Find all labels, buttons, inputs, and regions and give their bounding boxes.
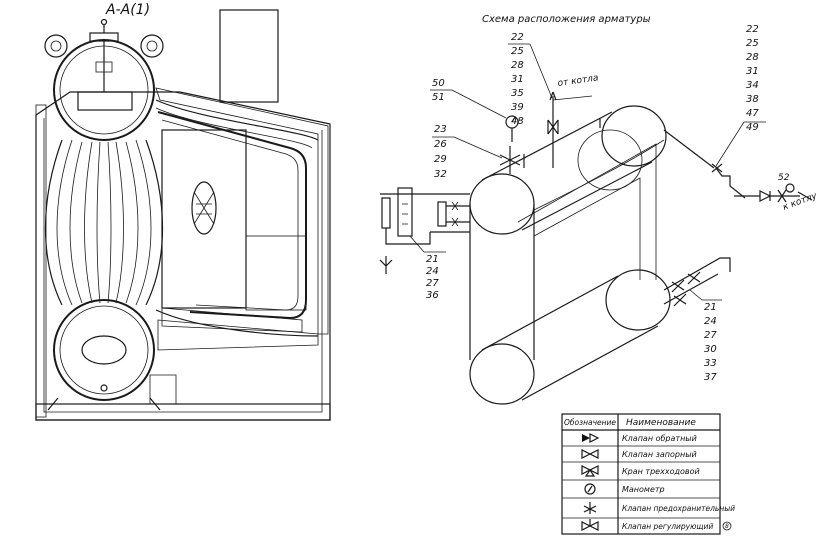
scheme-risers (469, 143, 657, 360)
separator-device (77, 91, 133, 111)
lower-drum (53, 299, 155, 401)
lifting-lug-right (140, 34, 164, 58)
scheme-title: Схема расположения арматуры (482, 14, 651, 25)
scheme-lower-drum (469, 269, 671, 405)
circulation-pipe (157, 111, 307, 320)
svg-text:35: 35 (511, 88, 524, 99)
legend-header-name: Наименование (626, 418, 696, 428)
svg-text:22: 22 (746, 24, 759, 35)
safety-valve-icon (583, 502, 597, 514)
callout-right: 22 25 28 31 34 38 47 49 (715, 24, 766, 167)
boiler-casing (35, 91, 331, 421)
svg-text:24: 24 (426, 266, 439, 277)
callout-left: 23 26 29 32 (432, 124, 503, 180)
callout-bottom-right: 21 24 27 30 33 37 (689, 289, 722, 383)
svg-text:48: 48 (511, 116, 524, 127)
legend-row-name: Кран трехходовой (622, 467, 700, 476)
svg-text:37: 37 (704, 372, 717, 383)
check-valve-icon (582, 433, 600, 443)
blowdown-line (663, 257, 731, 307)
feed-line-right (663, 129, 813, 203)
legend-row-name: Клапан обратный (622, 434, 697, 443)
insulation-top (155, 87, 329, 335)
section-view: А-А(1) (35, 2, 331, 421)
svg-text:26: 26 (434, 139, 447, 150)
svg-text:31: 31 (511, 74, 524, 85)
svg-text:49: 49 (746, 122, 759, 133)
svg-text:38: 38 (746, 94, 759, 105)
svg-text:28: 28 (746, 52, 759, 63)
svg-text:31: 31 (746, 66, 759, 77)
manometer-icon (584, 483, 596, 495)
svg-text:24: 24 (704, 316, 717, 327)
water-level-assembly (379, 187, 470, 274)
callout-52: 52 (778, 173, 790, 183)
callout-gauge: 50 51 (430, 78, 507, 119)
svg-text:22: 22 (511, 32, 524, 43)
scheme-upper-drum (469, 105, 667, 235)
svg-text:27: 27 (704, 330, 717, 341)
to-boiler-label: к котлу (782, 191, 819, 213)
svg-text:21: 21 (426, 254, 439, 265)
svg-text:30: 30 (704, 344, 717, 355)
insulation-bottom (157, 319, 319, 351)
burner-opening (191, 181, 217, 235)
legend-row-name: Клапан регулирующий (622, 522, 713, 531)
svg-text:50: 50 (432, 78, 445, 89)
legend-row-name: Клапан запорный (622, 450, 697, 459)
top-fittings (499, 91, 601, 174)
brick-furnace-wall (161, 129, 247, 309)
svg-text:36: 36 (426, 290, 439, 301)
from-boiler-label: от котла (557, 73, 599, 89)
legend-row-name: Клапан предохранительный (622, 504, 735, 513)
chimney (219, 9, 279, 103)
svg-text:34: 34 (746, 80, 759, 91)
legend-header-symbol: Обозначение (564, 418, 616, 427)
svg-text:32: 32 (434, 169, 447, 180)
section-label: А-А(1) (105, 2, 150, 18)
svg-text:33: 33 (704, 358, 717, 369)
svg-text:21: 21 (704, 302, 717, 313)
lifting-lug-left (44, 34, 68, 58)
legend-table: Обозначение Наименование Клапан обратный… (561, 413, 735, 535)
callout-bottom-left: 21 24 27 36 (409, 235, 446, 301)
svg-text:29: 29 (434, 154, 447, 165)
three-way-valve-icon (581, 465, 599, 477)
svg-text:27: 27 (426, 278, 439, 289)
gate-valve-icon (581, 449, 599, 459)
svg-text:25: 25 (511, 46, 524, 57)
svg-text:23: 23 (434, 124, 447, 135)
svg-text:25: 25 (746, 38, 759, 49)
legend-note-mark: 8 (725, 523, 729, 530)
fittings-scheme: Схема расположения арматуры (379, 14, 819, 405)
callout-top: 22 25 28 31 35 39 48 (508, 32, 553, 127)
svg-text:51: 51 (432, 92, 445, 103)
svg-text:39: 39 (511, 102, 524, 113)
regulating-valve-icon (581, 519, 599, 531)
legend-row-name: Манометр (622, 485, 665, 494)
svg-text:28: 28 (511, 60, 524, 71)
svg-text:47: 47 (746, 108, 759, 119)
screen-tubes (44, 99, 319, 337)
